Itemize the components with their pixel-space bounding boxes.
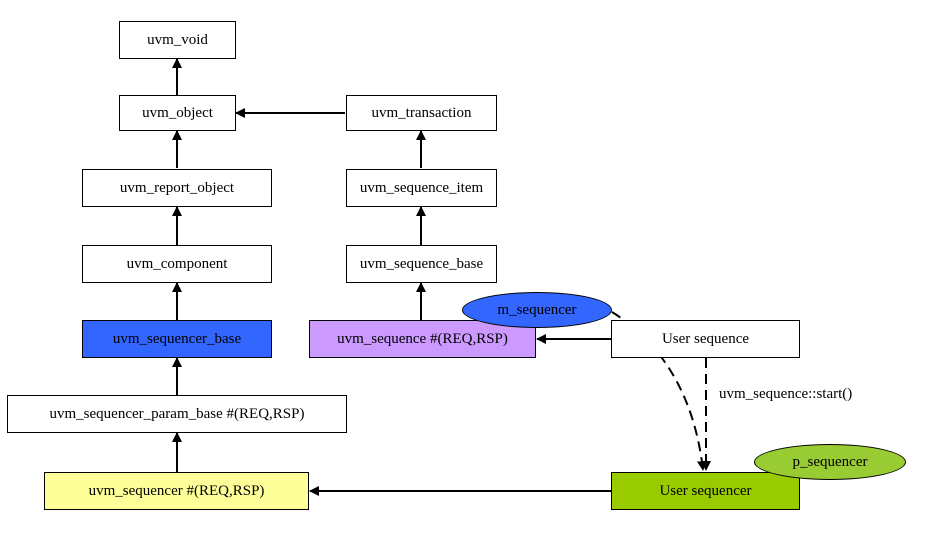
class-uvm-sequencer: uvm_sequencer #(REQ,RSP)	[44, 472, 309, 510]
start-call-label: uvm_sequence::start()	[719, 386, 853, 402]
m-sequencer-handle: m_sequencer	[462, 292, 612, 328]
class-uvm-object: uvm_object	[119, 95, 236, 131]
class-uvm-void: uvm_void	[119, 21, 236, 59]
class-uvm-report-object: uvm_report_object	[82, 169, 272, 207]
class-uvm-transaction: uvm_transaction	[346, 95, 497, 131]
class-user-sequence: User sequence	[611, 320, 800, 358]
class-uvm-sequencer-base: uvm_sequencer_base	[82, 320, 272, 358]
p-sequencer-handle: p_sequencer	[754, 444, 906, 480]
class-uvm-sequence-base: uvm_sequence_base	[346, 245, 497, 283]
class-user-sequencer: User sequencer	[611, 472, 800, 510]
class-uvm-sequencer-param-base: uvm_sequencer_param_base #(REQ,RSP)	[7, 395, 347, 433]
class-uvm-sequence: uvm_sequence #(REQ,RSP)	[309, 320, 536, 358]
class-uvm-sequence-item: uvm_sequence_item	[346, 169, 497, 207]
class-uvm-component: uvm_component	[82, 245, 272, 283]
